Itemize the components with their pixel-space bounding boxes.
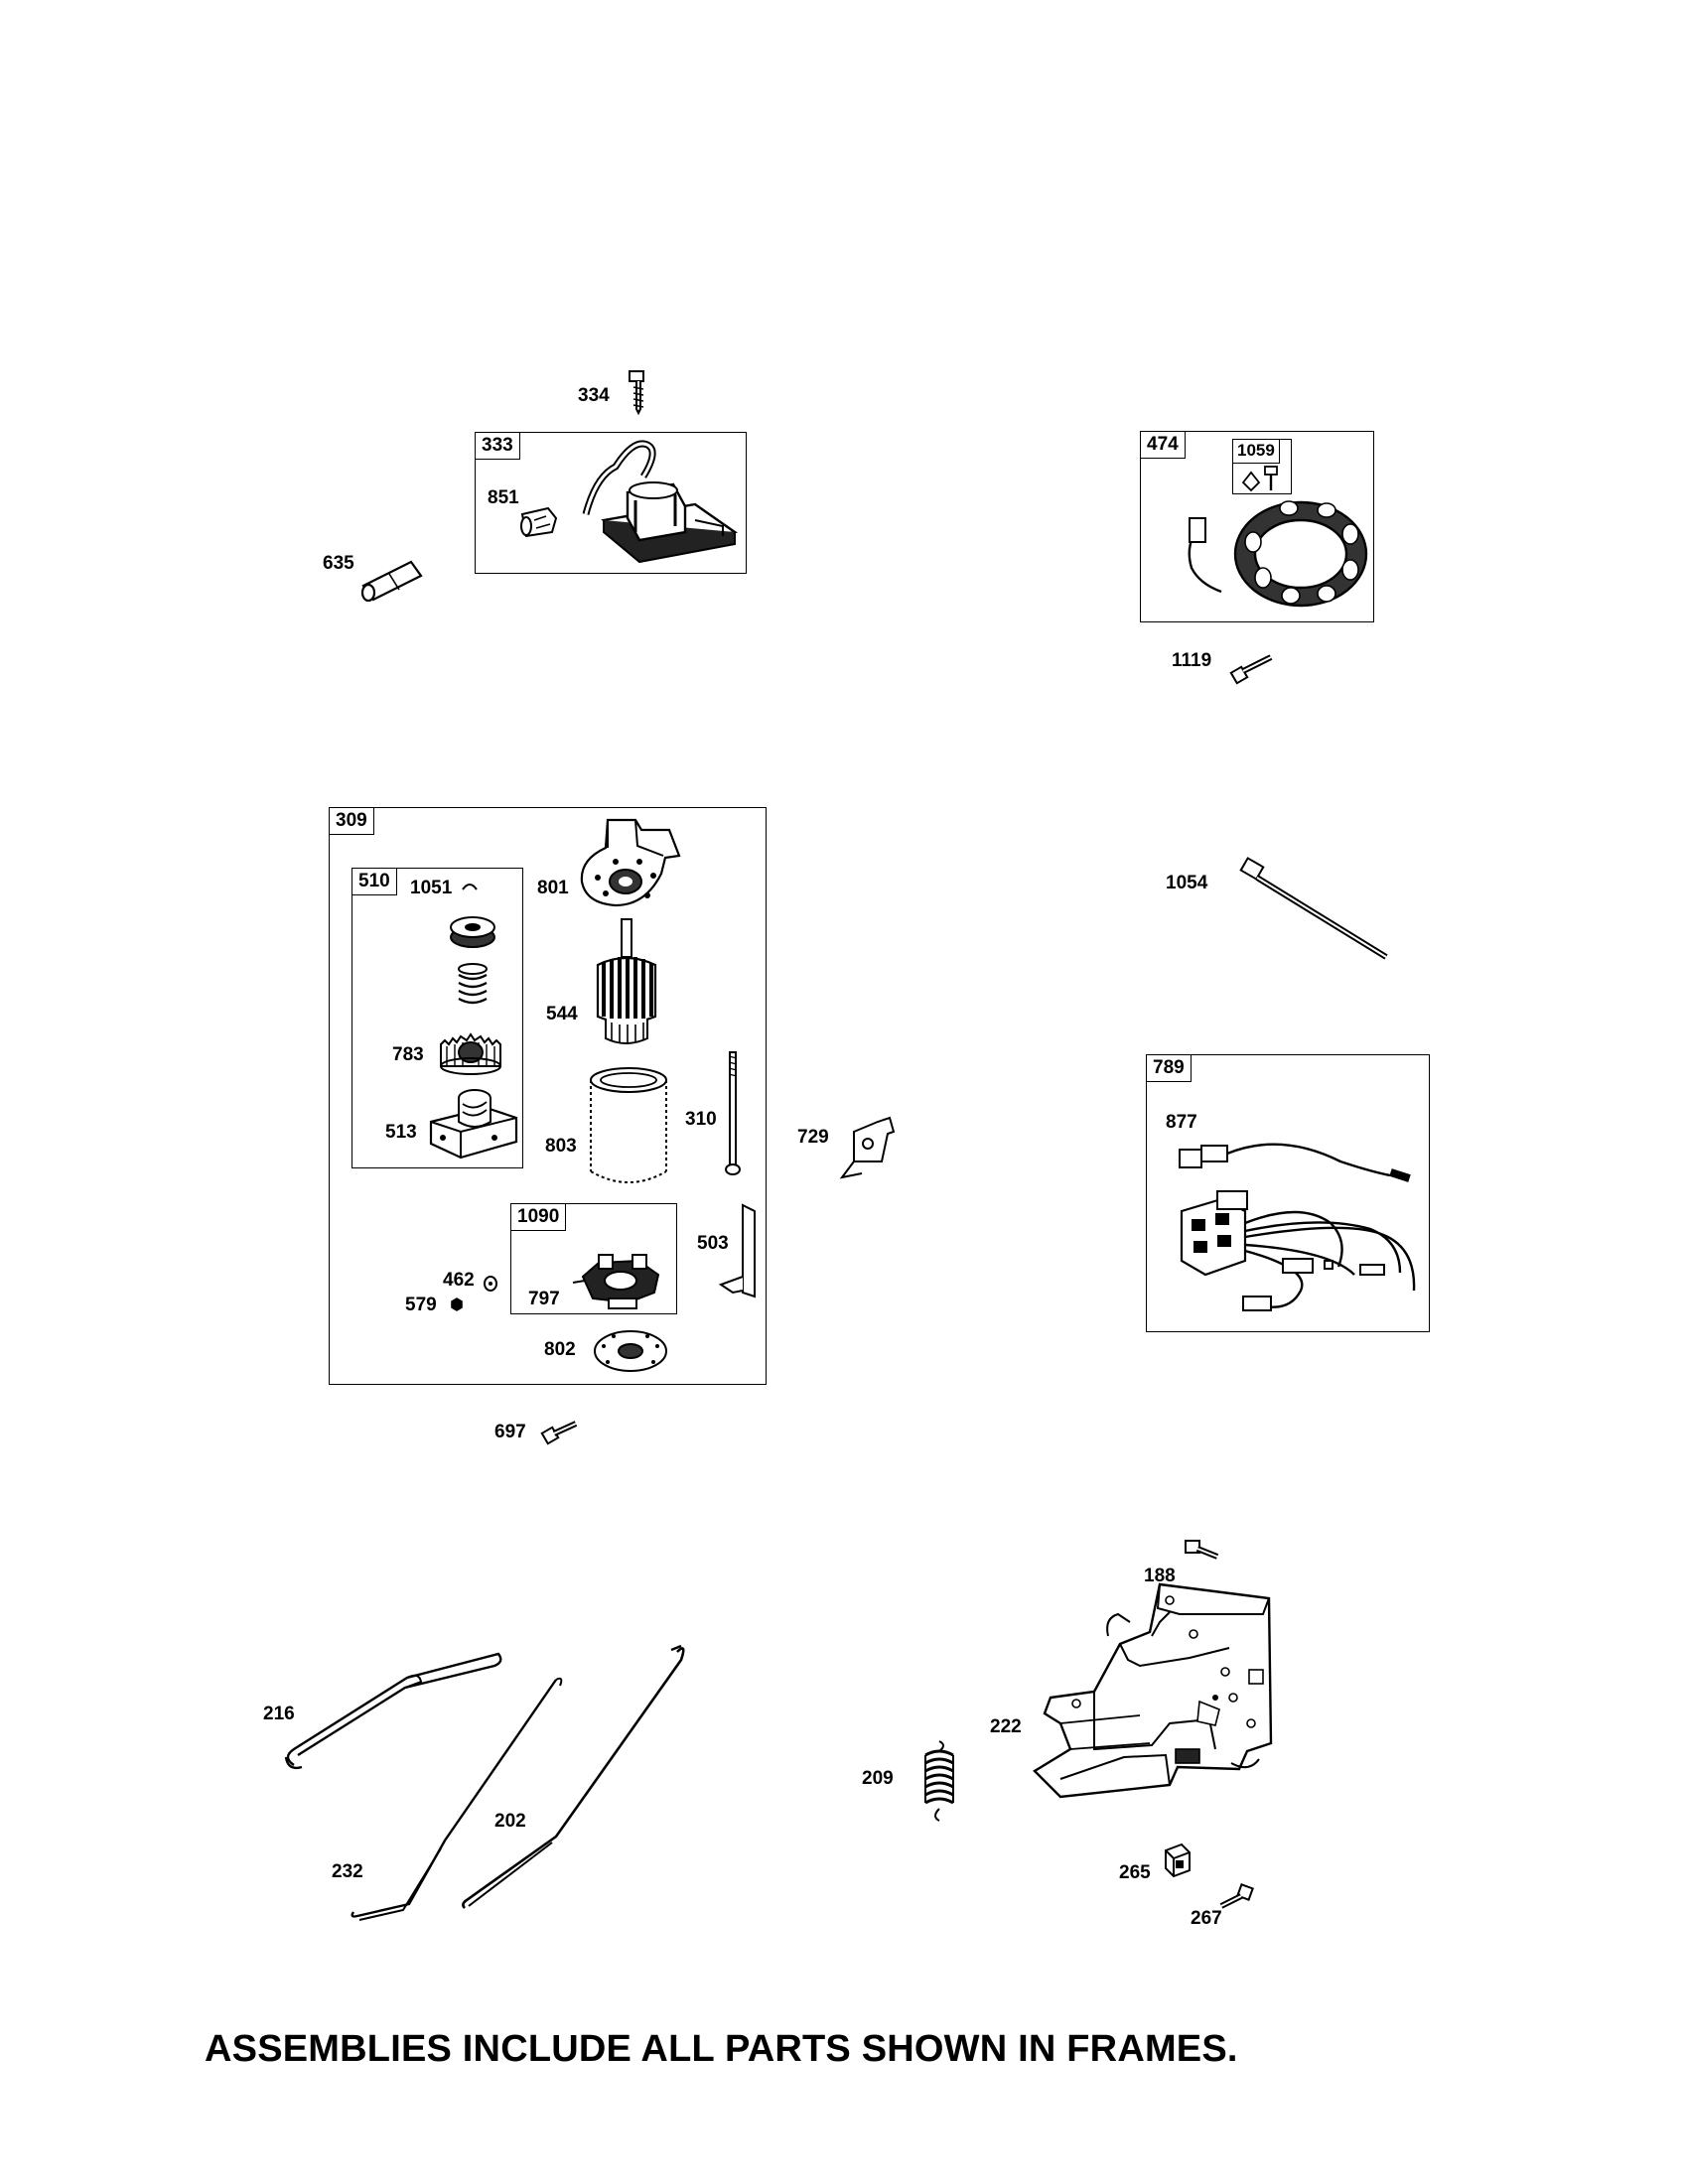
assembly-frame-789: 789 [1146,1054,1430,1332]
callout-797: 797 [528,1289,560,1309]
callout-697: 697 [494,1422,526,1442]
frame-tag-1090: 1090 [511,1204,567,1231]
callout-209: 209 [862,1768,894,1789]
callout-579: 579 [405,1295,437,1315]
field-housing-icon [590,1067,667,1183]
callout-310: 310 [685,1109,717,1130]
cable-tie-icon [1239,857,1388,960]
callout-783: 783 [392,1044,424,1065]
screw-188-icon [1185,1540,1219,1560]
callout-1051: 1051 [410,878,453,898]
drive-end-cap-801-icon [580,818,681,907]
callout-729: 729 [797,1127,829,1148]
callout-851: 851 [488,487,519,508]
armature-icon [596,918,657,1044]
screw-697-icon [540,1421,578,1445]
callout-513: 513 [385,1122,417,1143]
spring-icon [458,963,488,1005]
callout-267: 267 [1191,1908,1222,1929]
mounting-screws-1059-icon [1241,466,1278,492]
assembly-frame-1059: 1059 [1232,439,1292,494]
nut-579-icon [451,1297,463,1311]
callout-544: 544 [546,1004,578,1024]
assembly-frame-333: 333 [475,432,747,574]
bracket-503-icon [718,1203,756,1298]
callout-188: 188 [1144,1566,1176,1586]
brush-holder-icon [572,1254,660,1309]
assembly-frame-474: 474 1059 [1140,431,1374,622]
callout-802: 802 [544,1339,576,1360]
retaining-ring-1051-icon [462,884,478,890]
frame-tag-333: 333 [476,433,520,460]
frame-tag-1059: 1059 [1233,440,1280,464]
assembly-frame-309: 309 510 1090 [329,807,767,1385]
wiring-harness-icon [1179,1143,1416,1311]
screw-267-icon [1219,1883,1254,1909]
frame-tag-309: 309 [330,808,374,835]
link-232-icon [351,1677,563,1921]
callout-202: 202 [494,1811,526,1832]
assembly-frame-510: 510 [351,868,523,1168]
link-216-icon [284,1652,502,1770]
callout-1054: 1054 [1166,873,1208,893]
clip-265-icon [1165,1843,1191,1878]
sleeve-635-icon [360,560,423,603]
callout-232: 232 [332,1861,363,1882]
frame-tag-510: 510 [352,869,397,895]
through-bolt-icon [725,1051,741,1175]
end-plate-802-icon [594,1330,667,1372]
callout-801: 801 [537,878,569,898]
callout-222: 222 [990,1716,1022,1737]
pinion-gear-icon [440,1032,501,1075]
assembly-frame-1090: 1090 [510,1203,677,1314]
governor-spring-icon [924,1740,954,1822]
governor-control-bracket-icon [1033,1582,1273,1799]
callout-334: 334 [578,385,610,406]
nut-462-icon [484,1276,497,1292]
spark-plug-boot-icon [520,506,558,538]
link-202-icon [462,1644,685,1909]
callout-503: 503 [697,1233,729,1254]
ignition-coil-icon [582,440,739,564]
frame-tag-474: 474 [1141,432,1186,459]
drive-pinion-housing-icon [429,1089,518,1160]
callout-803: 803 [545,1136,577,1157]
frame-tag-789: 789 [1147,1055,1192,1082]
callout-635: 635 [323,553,354,574]
callout-265: 265 [1119,1862,1151,1883]
callout-216: 216 [263,1704,295,1724]
callout-462: 462 [443,1270,475,1291]
callout-1119: 1119 [1172,650,1212,671]
screw-334-icon [629,370,644,416]
bracket-729-icon [839,1116,896,1179]
stop-nut-icon [450,916,495,948]
screw-1119-icon [1229,654,1273,685]
callout-877: 877 [1166,1112,1197,1133]
assemblies-note: ASSEMBLIES INCLUDE ALL PARTS SHOWN IN FR… [205,2028,1238,2070]
alternator-stator-icon [1188,500,1368,608]
